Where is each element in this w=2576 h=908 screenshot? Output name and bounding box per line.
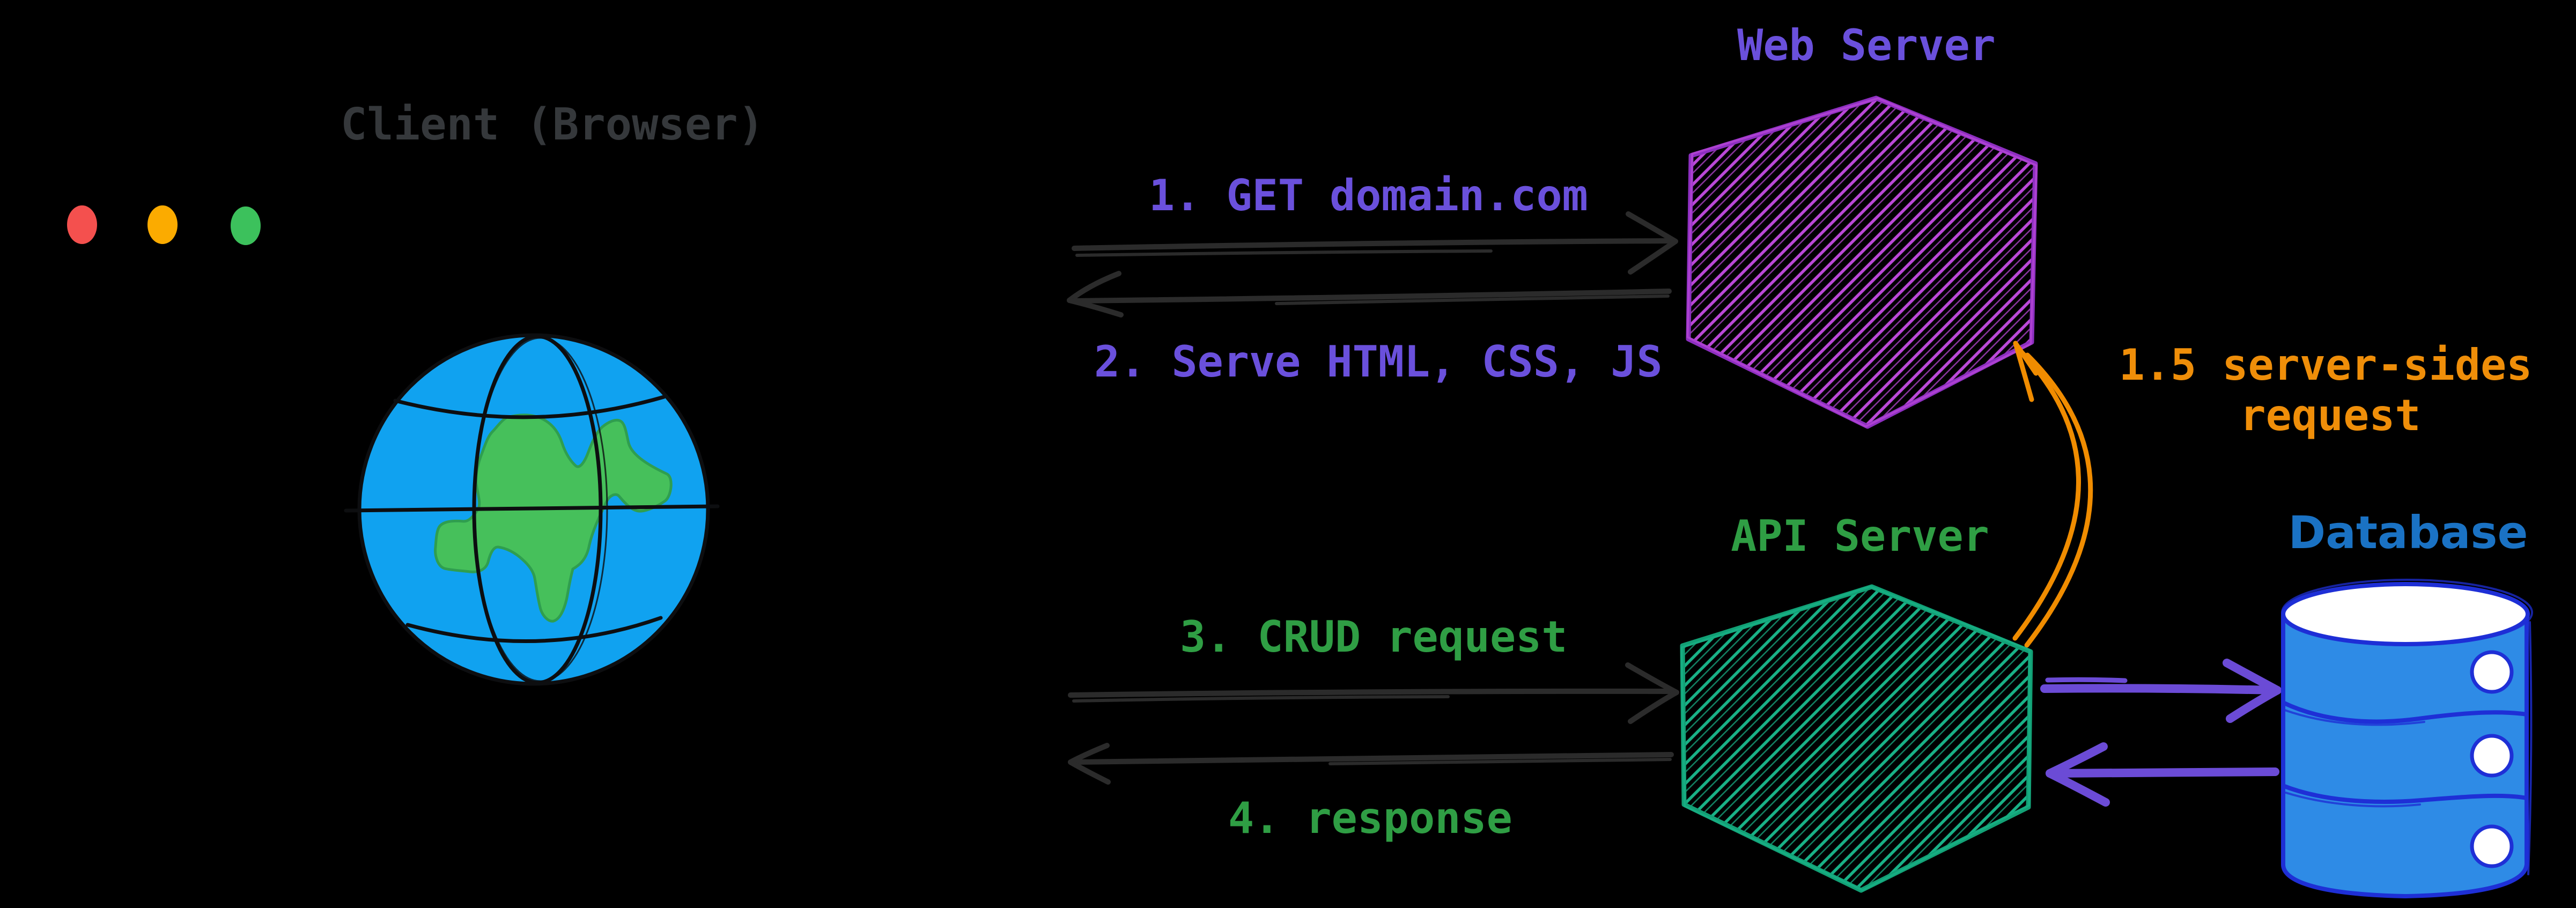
globe-continent [434, 414, 673, 623]
web-server-hexagon-sketch-outline [1686, 97, 2038, 428]
database-body [2281, 613, 2529, 898]
flow-arrow-4-left [1068, 743, 1674, 785]
traffic-light-yellow-icon [147, 205, 178, 244]
database-disk-dot-2 [2470, 734, 2514, 778]
flow-label-4: 4. response [1228, 793, 1512, 843]
flow-arrow-3-right [1068, 662, 1679, 724]
database-node: Database [2281, 506, 2533, 898]
flow-label-3: 3. CRUD request [1180, 612, 1567, 662]
web-server-label: Web Server [1737, 20, 1996, 70]
server-side-request-arrow [2012, 341, 2093, 648]
traffic-light-red-icon [67, 205, 97, 244]
globe-parallel-top-line [393, 395, 666, 419]
api-server-node: API Server [1680, 511, 2033, 893]
api-to-db-arrow-right [2040, 659, 2282, 723]
flow-label-2: 2. Serve HTML, CSS, JS [1094, 337, 1663, 387]
api-server-hexagon-sketch-outline [1680, 585, 2031, 891]
globe-meridian-sketch-line [473, 337, 608, 682]
server-side-request-label-line1: 1.5 server-sides [2119, 340, 2533, 390]
globe-equator-line [344, 504, 720, 513]
database-band-separator-1-sketch [2284, 709, 2425, 726]
database-disk-dot-1 [2470, 650, 2514, 694]
database-top-ellipse-sketch [2281, 579, 2533, 646]
database-cylinder-icon [2281, 579, 2533, 898]
globe-parallel-bottom-line [405, 616, 663, 643]
flow-label-1: 1. GET domain.com [1149, 171, 1588, 220]
database-band-separator-1 [2281, 700, 2529, 724]
flow-arrow-2-left [1067, 271, 1672, 318]
api-server-label: API Server [1731, 511, 1989, 561]
database-label: Database [2288, 506, 2528, 559]
traffic-light-green-icon [231, 206, 261, 245]
web-server-node: Web Server [1686, 20, 2038, 429]
flow-arrow-1-right [1072, 211, 1678, 275]
db-to-api-arrow-left [2046, 742, 2279, 807]
server-side-request-label-line2: request [2240, 390, 2420, 440]
database-disk-dot-3 [2470, 824, 2514, 868]
database-band-separator-2-sketch [2285, 792, 2421, 808]
browser-window: Client (Browser) [67, 99, 764, 686]
globe-icon [344, 333, 720, 686]
client-title: Client (Browser) [341, 99, 764, 150]
database-right-edge-sketch [2527, 621, 2533, 875]
database-band-separator-2 [2281, 784, 2529, 804]
